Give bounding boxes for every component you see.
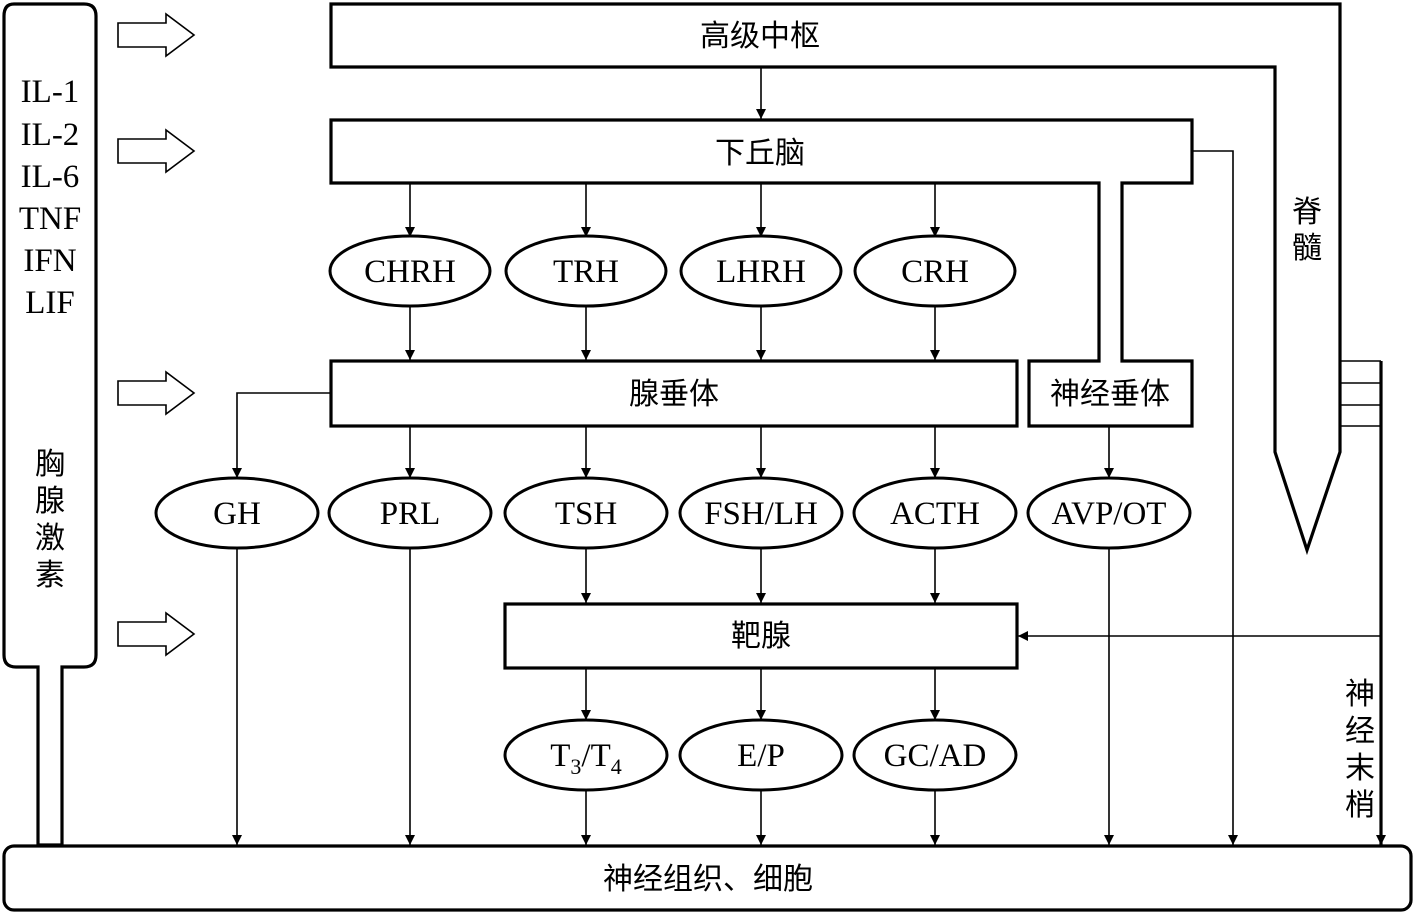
adenohypophysis-label: 腺垂体 <box>629 377 719 412</box>
hollow-arrow-icon <box>117 370 196 416</box>
cytokine-label: TNF <box>19 201 81 237</box>
hypothalamus-label: 下丘脑 <box>715 136 805 171</box>
hollow-arrow-icon <box>117 12 196 58</box>
vertical-char: 胸 <box>35 447 65 482</box>
hormone-label: AVP/OT <box>1052 496 1167 532</box>
hormone-label: GH <box>213 496 261 532</box>
hormone-node-lhrh <box>679 234 843 308</box>
spinal-cord-label: 脊 <box>1292 195 1322 230</box>
higher-center-spinal-cord-shape <box>329 2 1342 556</box>
higher-center-label: 高级中枢 <box>700 19 820 54</box>
vertical-char: 腺 <box>35 484 65 519</box>
cytokine-label: IL-2 <box>21 117 80 153</box>
spinal-cord-label: 髓 <box>1292 231 1322 266</box>
hormone-label: E/P <box>737 738 785 774</box>
nerve-endings-label: 梢 <box>1345 788 1375 823</box>
target-hormone-row: T3/T4 E/P GC/AD <box>503 718 1018 792</box>
cytokine-label: IFN <box>23 243 76 279</box>
arrow-hypothalamus-direct <box>1192 150 1238 845</box>
nerve-endings-label: 神 <box>1345 677 1375 712</box>
hormone-label: FSH/LH <box>704 496 818 532</box>
connector-arrows <box>232 67 1386 845</box>
releasing-hormone-row: CHRH TRH LHRH CRH <box>328 234 1017 308</box>
vertical-char: 素 <box>35 558 65 593</box>
cytokine-list: IL-1 IL-2 IL-6 TNF IFN LIF <box>19 74 81 321</box>
hormone-node-trh <box>504 234 668 308</box>
hormone-node-t3-t4 <box>503 718 669 792</box>
hormone-label: T3/T4 <box>550 738 622 779</box>
hormone-label: PRL <box>380 496 441 532</box>
hormone-node-e-p <box>678 718 844 792</box>
hormone-label: CHRH <box>364 254 456 290</box>
hormone-node-gc-ad <box>852 718 1018 792</box>
hormone-label: GC/AD <box>884 738 987 774</box>
target-gland-label: 靶腺 <box>731 619 791 654</box>
neurohypophysis-label: 神经垂体 <box>1050 377 1170 412</box>
cytokine-label: IL-6 <box>21 159 80 195</box>
hormone-node-tsh <box>503 476 669 550</box>
hollow-arrow-icon <box>117 128 196 174</box>
hormone-node-crh <box>853 234 1017 308</box>
arrow <box>232 392 331 478</box>
hollow-arrow-icon <box>117 611 196 657</box>
hypothalamus-shape <box>329 118 1194 428</box>
hormone-node-acth <box>852 476 1018 550</box>
nerve-tissue-cells-box <box>2 844 1413 912</box>
adenohypophysis-box <box>329 359 1019 428</box>
pituitary-hormone-row: GH PRL TSH FSH/LH ACTH AVP/OT <box>154 476 1192 550</box>
hormone-label: CRH <box>901 254 969 290</box>
thymic-hormone-label: 胸 腺 激 素 <box>35 447 65 593</box>
nerve-endings-label: 经 <box>1345 714 1375 749</box>
hormone-label: LHRH <box>716 254 806 290</box>
hormone-label: ACTH <box>890 496 980 532</box>
hormone-node-prl <box>327 476 493 550</box>
hormone-label: TRH <box>553 254 619 290</box>
cytokine-label: IL-1 <box>21 74 80 110</box>
hormone-node-chrh <box>328 234 492 308</box>
nerve-endings-label: 末 <box>1345 751 1375 786</box>
cytokine-label: LIF <box>25 285 75 321</box>
hormone-node-gh <box>154 476 320 550</box>
hormone-node-fsh-lh <box>678 476 844 550</box>
vertical-char: 激 <box>35 521 65 556</box>
target-gland-box <box>503 602 1019 670</box>
hormone-node-avp-ot <box>1026 476 1192 550</box>
hormone-label: TSH <box>555 496 617 532</box>
nerve-tissue-cells-label: 神经组织、细胞 <box>603 862 813 897</box>
